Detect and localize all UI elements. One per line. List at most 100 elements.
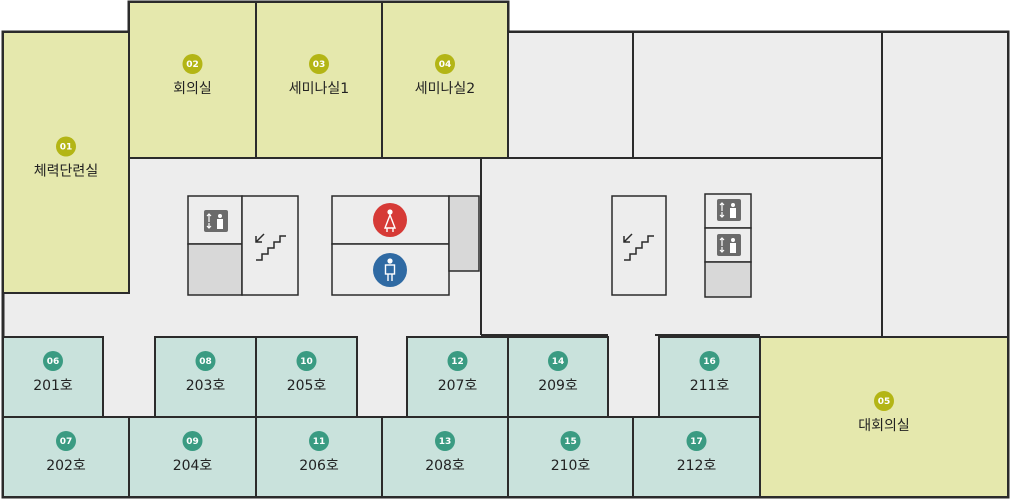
- room-02[interactable]: 02 회의실: [128, 1, 257, 159]
- room-number-badge: [686, 431, 707, 451]
- room-number-badge: [435, 54, 455, 74]
- stairs-right: [611, 195, 667, 296]
- room-number-badge: [43, 351, 63, 371]
- room-09[interactable]: 09 204호: [128, 416, 257, 498]
- room-number: 02: [186, 60, 199, 70]
- room-number-badge: [548, 351, 568, 371]
- room-area: [154, 336, 257, 418]
- room-area: [128, 1, 257, 159]
- room-name: 202호: [46, 458, 86, 474]
- room-name: 209호: [538, 378, 578, 394]
- room-number: 01: [60, 143, 73, 153]
- room-number-badge: [182, 431, 203, 451]
- room-name: 210호: [551, 458, 591, 474]
- room-17[interactable]: 17 212호: [632, 416, 761, 498]
- stairs-icon: [255, 233, 286, 261]
- room-number-badge: [296, 351, 317, 371]
- room-11[interactable]: 11 206호: [255, 416, 383, 498]
- room-name: 201호: [33, 378, 73, 394]
- room-name: 212호: [677, 458, 717, 474]
- room-area: [632, 416, 761, 498]
- room-name: 207호: [438, 378, 478, 394]
- women-restroom-icon: [373, 203, 407, 237]
- room-number: 17: [690, 437, 703, 447]
- room-number: 06: [47, 357, 60, 367]
- room-name: 203호: [186, 378, 226, 394]
- room-name: 세미나실2: [415, 81, 475, 97]
- elevator-icon: [717, 234, 741, 256]
- room-name: 세미나실1: [289, 81, 349, 97]
- room-number: 08: [199, 357, 212, 367]
- room-number: 07: [60, 437, 73, 447]
- room-area: [2, 336, 104, 418]
- room-area: [406, 336, 509, 418]
- room-number-badge: [874, 391, 894, 411]
- room-number: 04: [439, 60, 452, 70]
- room-number-badge: [560, 431, 581, 451]
- room-area: [255, 336, 358, 418]
- elevator-lobby-left: [187, 243, 243, 296]
- room-name: 204호: [173, 458, 213, 474]
- room-number: 16: [703, 357, 716, 367]
- room-number-badge: [435, 431, 455, 451]
- room-area: [128, 416, 257, 498]
- room-area: [507, 336, 609, 418]
- room-name: 205호: [287, 378, 327, 394]
- room-name: 체력단련실: [34, 164, 98, 180]
- room-area: [2, 416, 130, 498]
- room-name: 회의실: [173, 81, 212, 97]
- room-area: [255, 1, 383, 159]
- elevator-icon: [204, 210, 228, 232]
- room-name: 208호: [425, 458, 465, 474]
- room-area: [381, 416, 509, 498]
- empty-room-c: [881, 31, 1009, 338]
- room-name: 대회의실: [858, 418, 910, 434]
- room-14[interactable]: 14 209호: [507, 336, 609, 418]
- room-16[interactable]: 16 211호: [658, 336, 761, 418]
- room-13[interactable]: 13 208호: [381, 416, 509, 498]
- room-number: 15: [564, 437, 577, 447]
- room-12[interactable]: 12 207호: [406, 336, 509, 418]
- room-10[interactable]: 10 205호: [255, 336, 358, 418]
- room-name: 206호: [299, 458, 339, 474]
- room-number: 03: [313, 60, 326, 70]
- room-number-badge: [56, 431, 76, 451]
- room-number-badge: [195, 351, 216, 371]
- room-number: 12: [451, 357, 464, 367]
- room-number-badge: [309, 54, 329, 74]
- room-number-badge: [56, 136, 76, 157]
- room-number: 14: [552, 357, 565, 367]
- room-03[interactable]: 03 세미나실1: [255, 1, 383, 159]
- restroom-utility: [448, 195, 480, 272]
- room-08[interactable]: 08 203호: [154, 336, 257, 418]
- room-area: [2, 31, 130, 294]
- room-number: 13: [439, 437, 452, 447]
- room-number-badge: [447, 351, 468, 371]
- room-07[interactable]: 07 202호: [2, 416, 130, 498]
- room-area: [658, 336, 761, 418]
- room-area: [381, 1, 509, 159]
- room-number: 11: [313, 437, 326, 447]
- stairs-left: [241, 195, 299, 296]
- stairs-icon: [623, 233, 654, 261]
- room-name: 211호: [690, 378, 730, 394]
- room-area: [255, 416, 383, 498]
- room-number: 09: [186, 437, 199, 447]
- room-number: 10: [300, 357, 313, 367]
- room-15[interactable]: 15 210호: [507, 416, 634, 498]
- room-number-badge: [182, 54, 203, 74]
- room-04[interactable]: 04 세미나실2: [381, 1, 509, 159]
- room-number-badge: [309, 431, 329, 451]
- room-06[interactable]: 06 201호: [2, 336, 104, 418]
- elevator-icon: [717, 199, 741, 221]
- room-area: [507, 416, 634, 498]
- corridor-partition: [480, 157, 882, 336]
- room-number-badge: [699, 351, 720, 371]
- empty-room-b: [632, 31, 883, 159]
- elevator-lobby-right: [704, 261, 752, 298]
- room-01[interactable]: 01 체력단련실: [2, 31, 130, 294]
- men-restroom-icon: [373, 253, 407, 287]
- empty-room-a: [507, 31, 634, 159]
